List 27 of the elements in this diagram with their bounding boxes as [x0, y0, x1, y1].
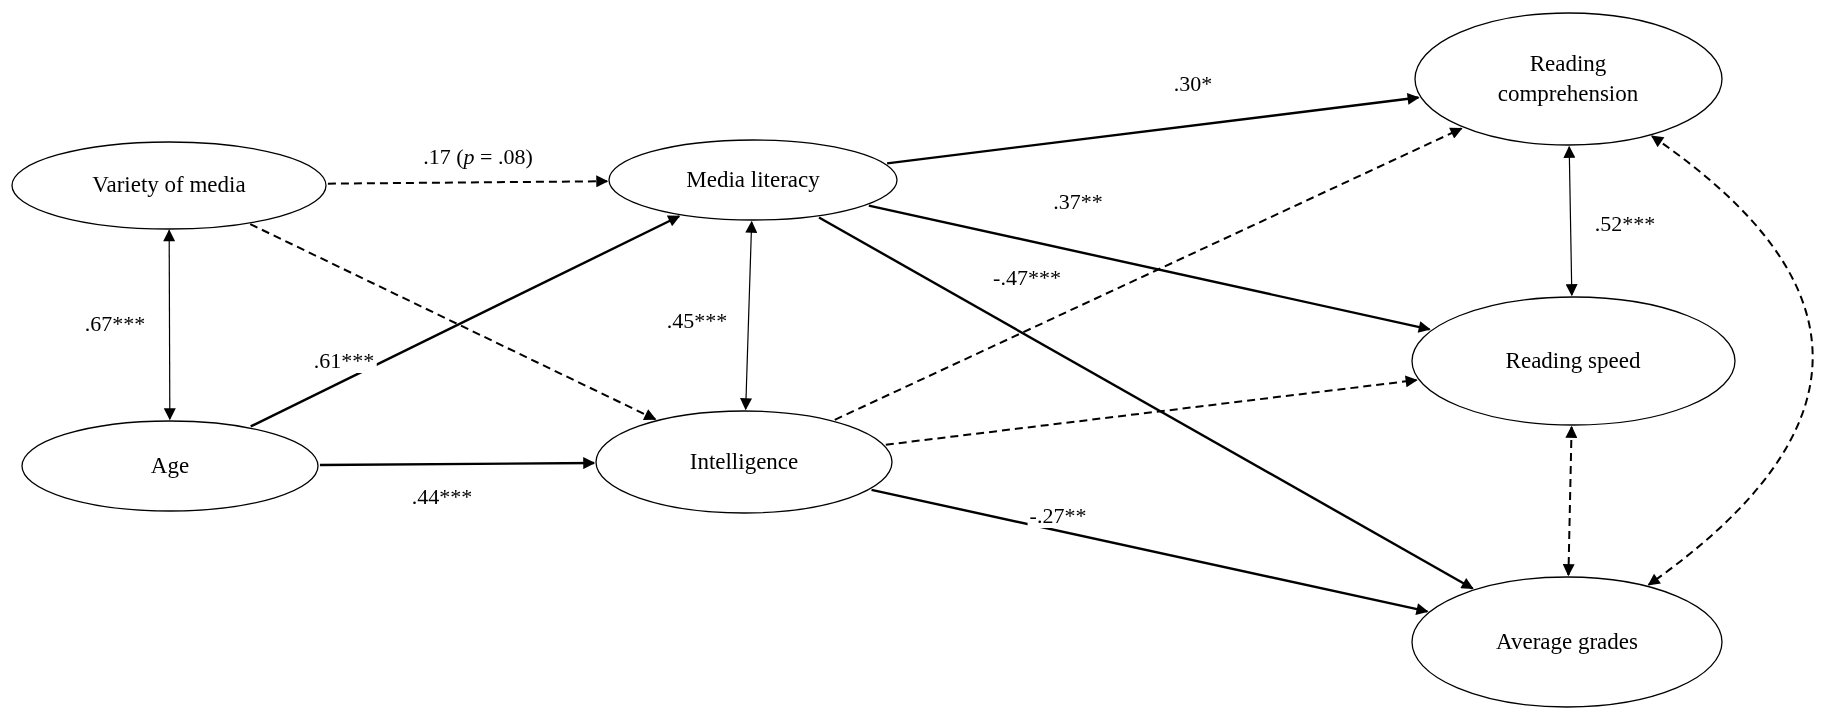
variable-name: Average grades: [1496, 628, 1638, 656]
variable-name: Variety of media: [92, 171, 246, 199]
variable-ellipse: [21, 420, 319, 512]
variable-ellipse: [1411, 576, 1723, 708]
path-arrow: [1563, 145, 1578, 297]
variable-ellipse: [1410, 296, 1736, 426]
path-arrow: [163, 229, 176, 421]
path-arrow: [886, 92, 1420, 165]
path-arrow: [1562, 425, 1578, 577]
variable-name: Intelligence: [689, 448, 799, 476]
variable-ellipse: [1413, 12, 1723, 146]
variable-ellipse: [595, 410, 893, 514]
variable-name: Age: [150, 452, 190, 480]
variable-name: Reading comprehension: [1496, 50, 1640, 108]
variable-name: Media literacy: [686, 166, 820, 194]
path-arrow: [740, 220, 758, 411]
path-arrow: [833, 127, 1463, 421]
path-arrow: [326, 175, 609, 188]
path-arrow: [818, 216, 1474, 590]
path-arrow: [319, 457, 596, 470]
variable-ellipse: [608, 139, 898, 221]
variable-ellipse: [11, 140, 327, 230]
path-arrow: [871, 488, 1429, 615]
variable-name: Reading speed: [1505, 347, 1641, 375]
path-arrow: [868, 204, 1431, 333]
path-arrow: [884, 375, 1418, 446]
path-arrow: [1647, 135, 1814, 586]
